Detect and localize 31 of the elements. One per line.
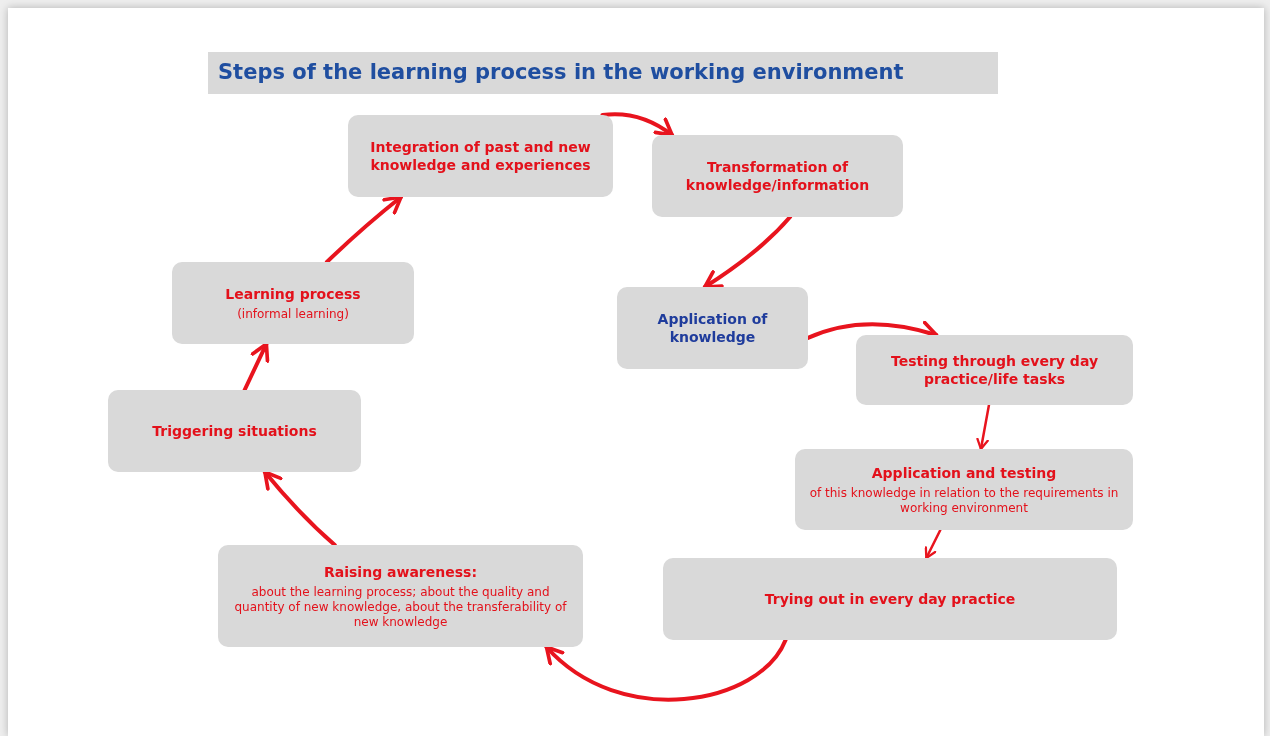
- step-heading: Triggering situations: [152, 422, 317, 440]
- step-heading: Application of knowledge: [656, 310, 769, 346]
- step-box: [856, 335, 1133, 405]
- arrow: [544, 638, 788, 702]
- step-heading: Testing through every day practice/life tasks: [889, 352, 1100, 388]
- step-heading: Learning process: [225, 284, 361, 303]
- arrow: [702, 215, 793, 289]
- step-box: [218, 545, 583, 647]
- arrow: [976, 403, 991, 451]
- title: Steps of the learning process in the working environment: [218, 59, 904, 87]
- step-box: [172, 262, 414, 344]
- step-box: [617, 287, 808, 369]
- step-heading: Application and testing: [871, 463, 1057, 482]
- step-box: [652, 135, 903, 217]
- arrow: [262, 470, 337, 547]
- arrow: [324, 195, 403, 264]
- step-box: [663, 558, 1117, 640]
- step-description: about the learning process; about the quality and quantity of new knowledge, about the transferability of new knowledge: [233, 584, 568, 630]
- step-heading: Transformation of knowledge/information: [684, 158, 871, 194]
- step-box: [795, 449, 1133, 530]
- step-description: of this knowledge in relation to the requirements in working environment: [808, 485, 1120, 516]
- step-description: (informal learning): [237, 306, 349, 322]
- step-box: [348, 115, 613, 197]
- arrow: [806, 320, 939, 341]
- arrow: [924, 528, 942, 560]
- step-heading: Raising awareness:: [324, 562, 477, 581]
- arrow: [242, 342, 270, 392]
- step-heading: Trying out in every day practice: [764, 590, 1016, 608]
- arrow: [600, 112, 675, 137]
- step-box: [108, 390, 361, 472]
- step-heading: Integration of past and new knowledge and experiences: [369, 138, 592, 174]
